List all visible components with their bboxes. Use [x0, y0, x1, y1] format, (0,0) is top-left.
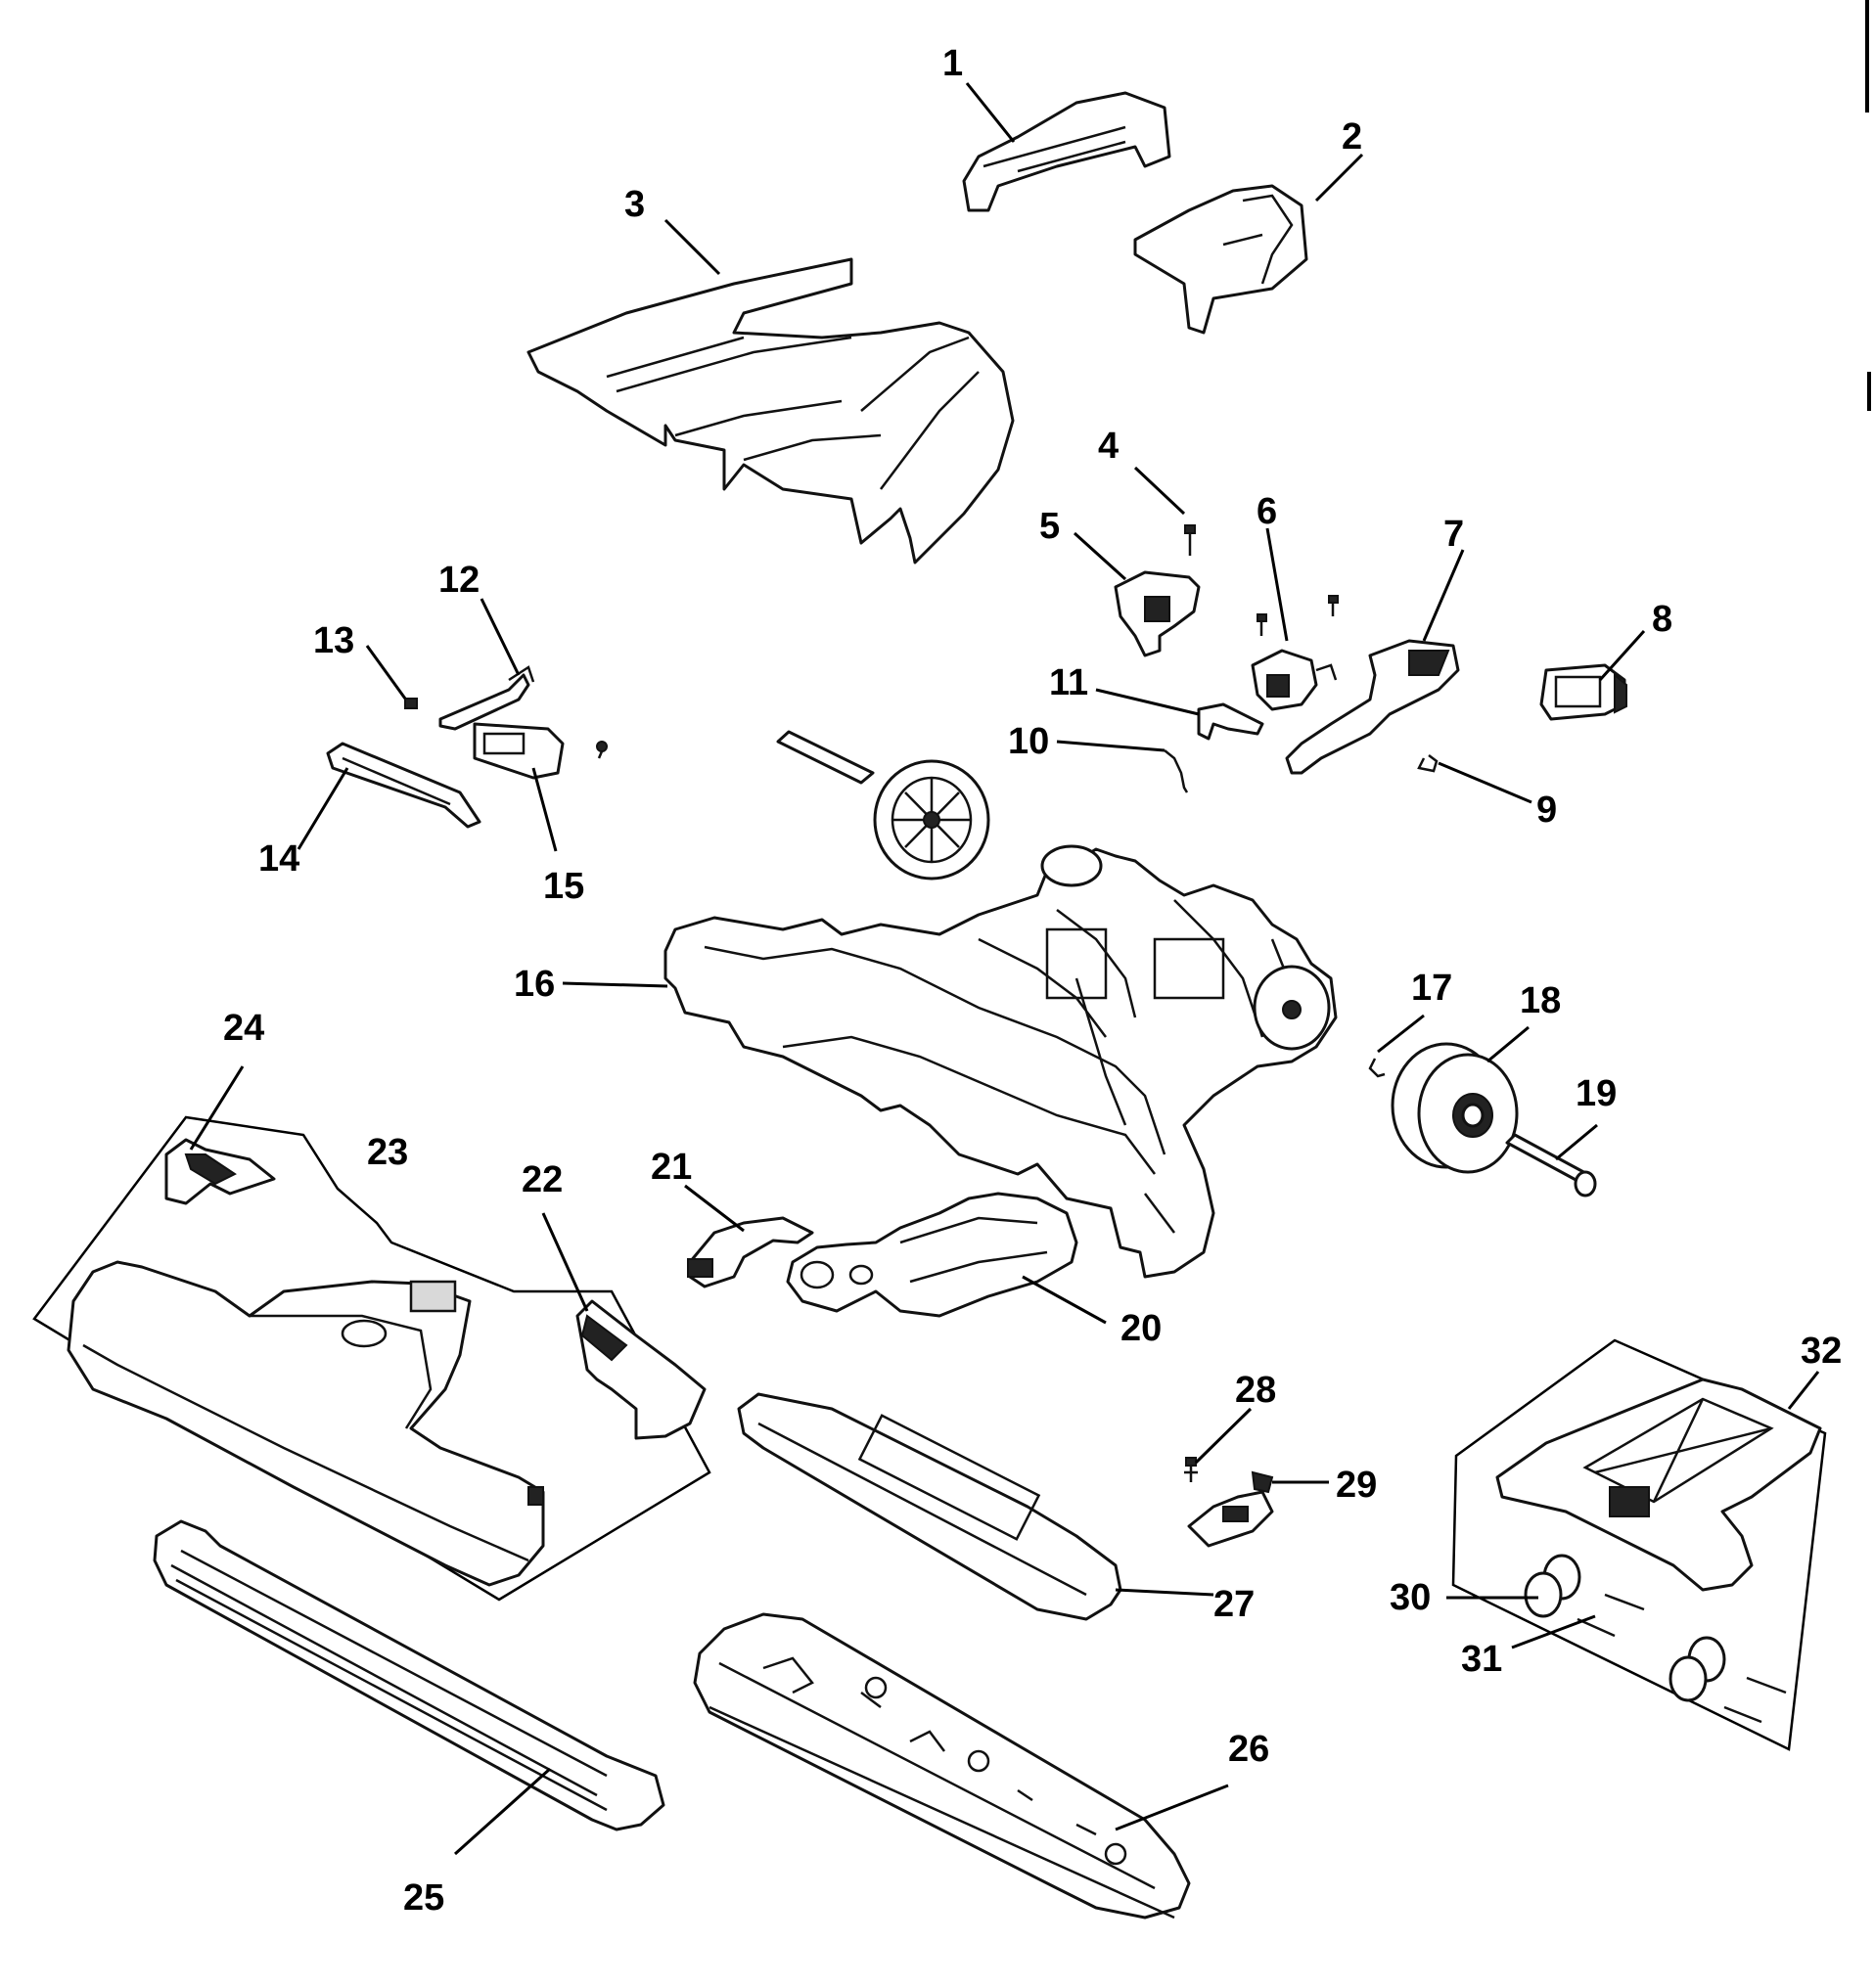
part-22-end-cap	[575, 1299, 707, 1440]
callouts: 1 2 3 4 5 6 7 8 9 10 11 12 13 14 15 16 1…	[223, 43, 1842, 1919]
part-1-cover	[962, 91, 1171, 212]
callout-8: 8	[1652, 599, 1672, 640]
callout-18: 18	[1520, 980, 1561, 1021]
part-24-latch	[164, 1138, 276, 1205]
part-32-circuit-board	[1495, 1378, 1822, 1592]
part-30-rollers	[1524, 1554, 1726, 1702]
part-21-bracket	[687, 1216, 814, 1288]
part-26-base-plate	[693, 1612, 1191, 1920]
part-16-base	[663, 844, 1338, 1279]
callout-25: 25	[403, 1877, 444, 1919]
callout-29: 29	[1336, 1465, 1377, 1506]
callout-2: 2	[1342, 116, 1362, 158]
callout-30: 30	[1390, 1577, 1431, 1618]
callout-1: 1	[942, 43, 963, 84]
callout-13: 13	[313, 620, 354, 661]
part-11-latch	[1197, 702, 1264, 741]
callout-7: 7	[1443, 514, 1464, 555]
part-14-rail	[326, 742, 481, 829]
part-4-screw	[1184, 524, 1196, 556]
callout-27: 27	[1213, 1584, 1255, 1625]
rear-wheel	[873, 759, 990, 881]
callout-5: 5	[1039, 506, 1060, 547]
part-20-motor-housing	[786, 1192, 1078, 1318]
callout-6: 6	[1257, 491, 1277, 532]
part-19-axle	[1505, 1133, 1597, 1197]
part-8-lens	[1539, 663, 1627, 721]
callout-11: 11	[1049, 662, 1088, 703]
callout-21: 21	[651, 1147, 692, 1188]
part-7-pedal	[1285, 639, 1460, 775]
callout-17: 17	[1411, 968, 1452, 1009]
callout-20: 20	[1120, 1308, 1162, 1349]
part-2-cover	[1133, 184, 1308, 335]
part-29-bracket	[1187, 1470, 1274, 1548]
part-6-bracket	[1251, 595, 1339, 711]
callout-22: 22	[522, 1159, 563, 1200]
part-31-pins	[1577, 1593, 1787, 1724]
callout-14: 14	[258, 838, 299, 880]
callout-3: 3	[624, 184, 645, 225]
leader-lines	[189, 82, 1820, 1856]
callout-10: 10	[1008, 721, 1049, 762]
callout-28: 28	[1235, 1370, 1276, 1411]
callout-15: 15	[543, 866, 584, 907]
axle-rod	[776, 730, 875, 785]
part-9-spring	[1417, 754, 1439, 773]
callout-32: 32	[1801, 1331, 1842, 1372]
callout-9: 9	[1536, 790, 1557, 831]
part-25-brushroll	[153, 1519, 665, 1831]
callout-16: 16	[514, 964, 555, 1005]
part-18-wheel	[1391, 1042, 1519, 1174]
part-15-bracket	[473, 722, 608, 780]
callout-24: 24	[223, 1008, 264, 1049]
callout-26: 26	[1228, 1729, 1269, 1770]
part-13-nut	[404, 698, 418, 709]
part-27-plate	[737, 1392, 1122, 1621]
part-10-spring	[1164, 749, 1189, 793]
callout-4: 4	[1098, 426, 1119, 467]
part-12-lever	[438, 665, 535, 731]
callout-23: 23	[367, 1132, 408, 1173]
part-3-housing	[526, 257, 1015, 565]
group-box-32	[1451, 1338, 1827, 1751]
callout-19: 19	[1576, 1073, 1617, 1114]
part-17-clip	[1368, 1058, 1386, 1078]
part-23-nozzle	[67, 1260, 545, 1587]
part-5-switch	[1114, 570, 1201, 657]
callout-31: 31	[1461, 1639, 1502, 1680]
callout-12: 12	[438, 560, 480, 601]
